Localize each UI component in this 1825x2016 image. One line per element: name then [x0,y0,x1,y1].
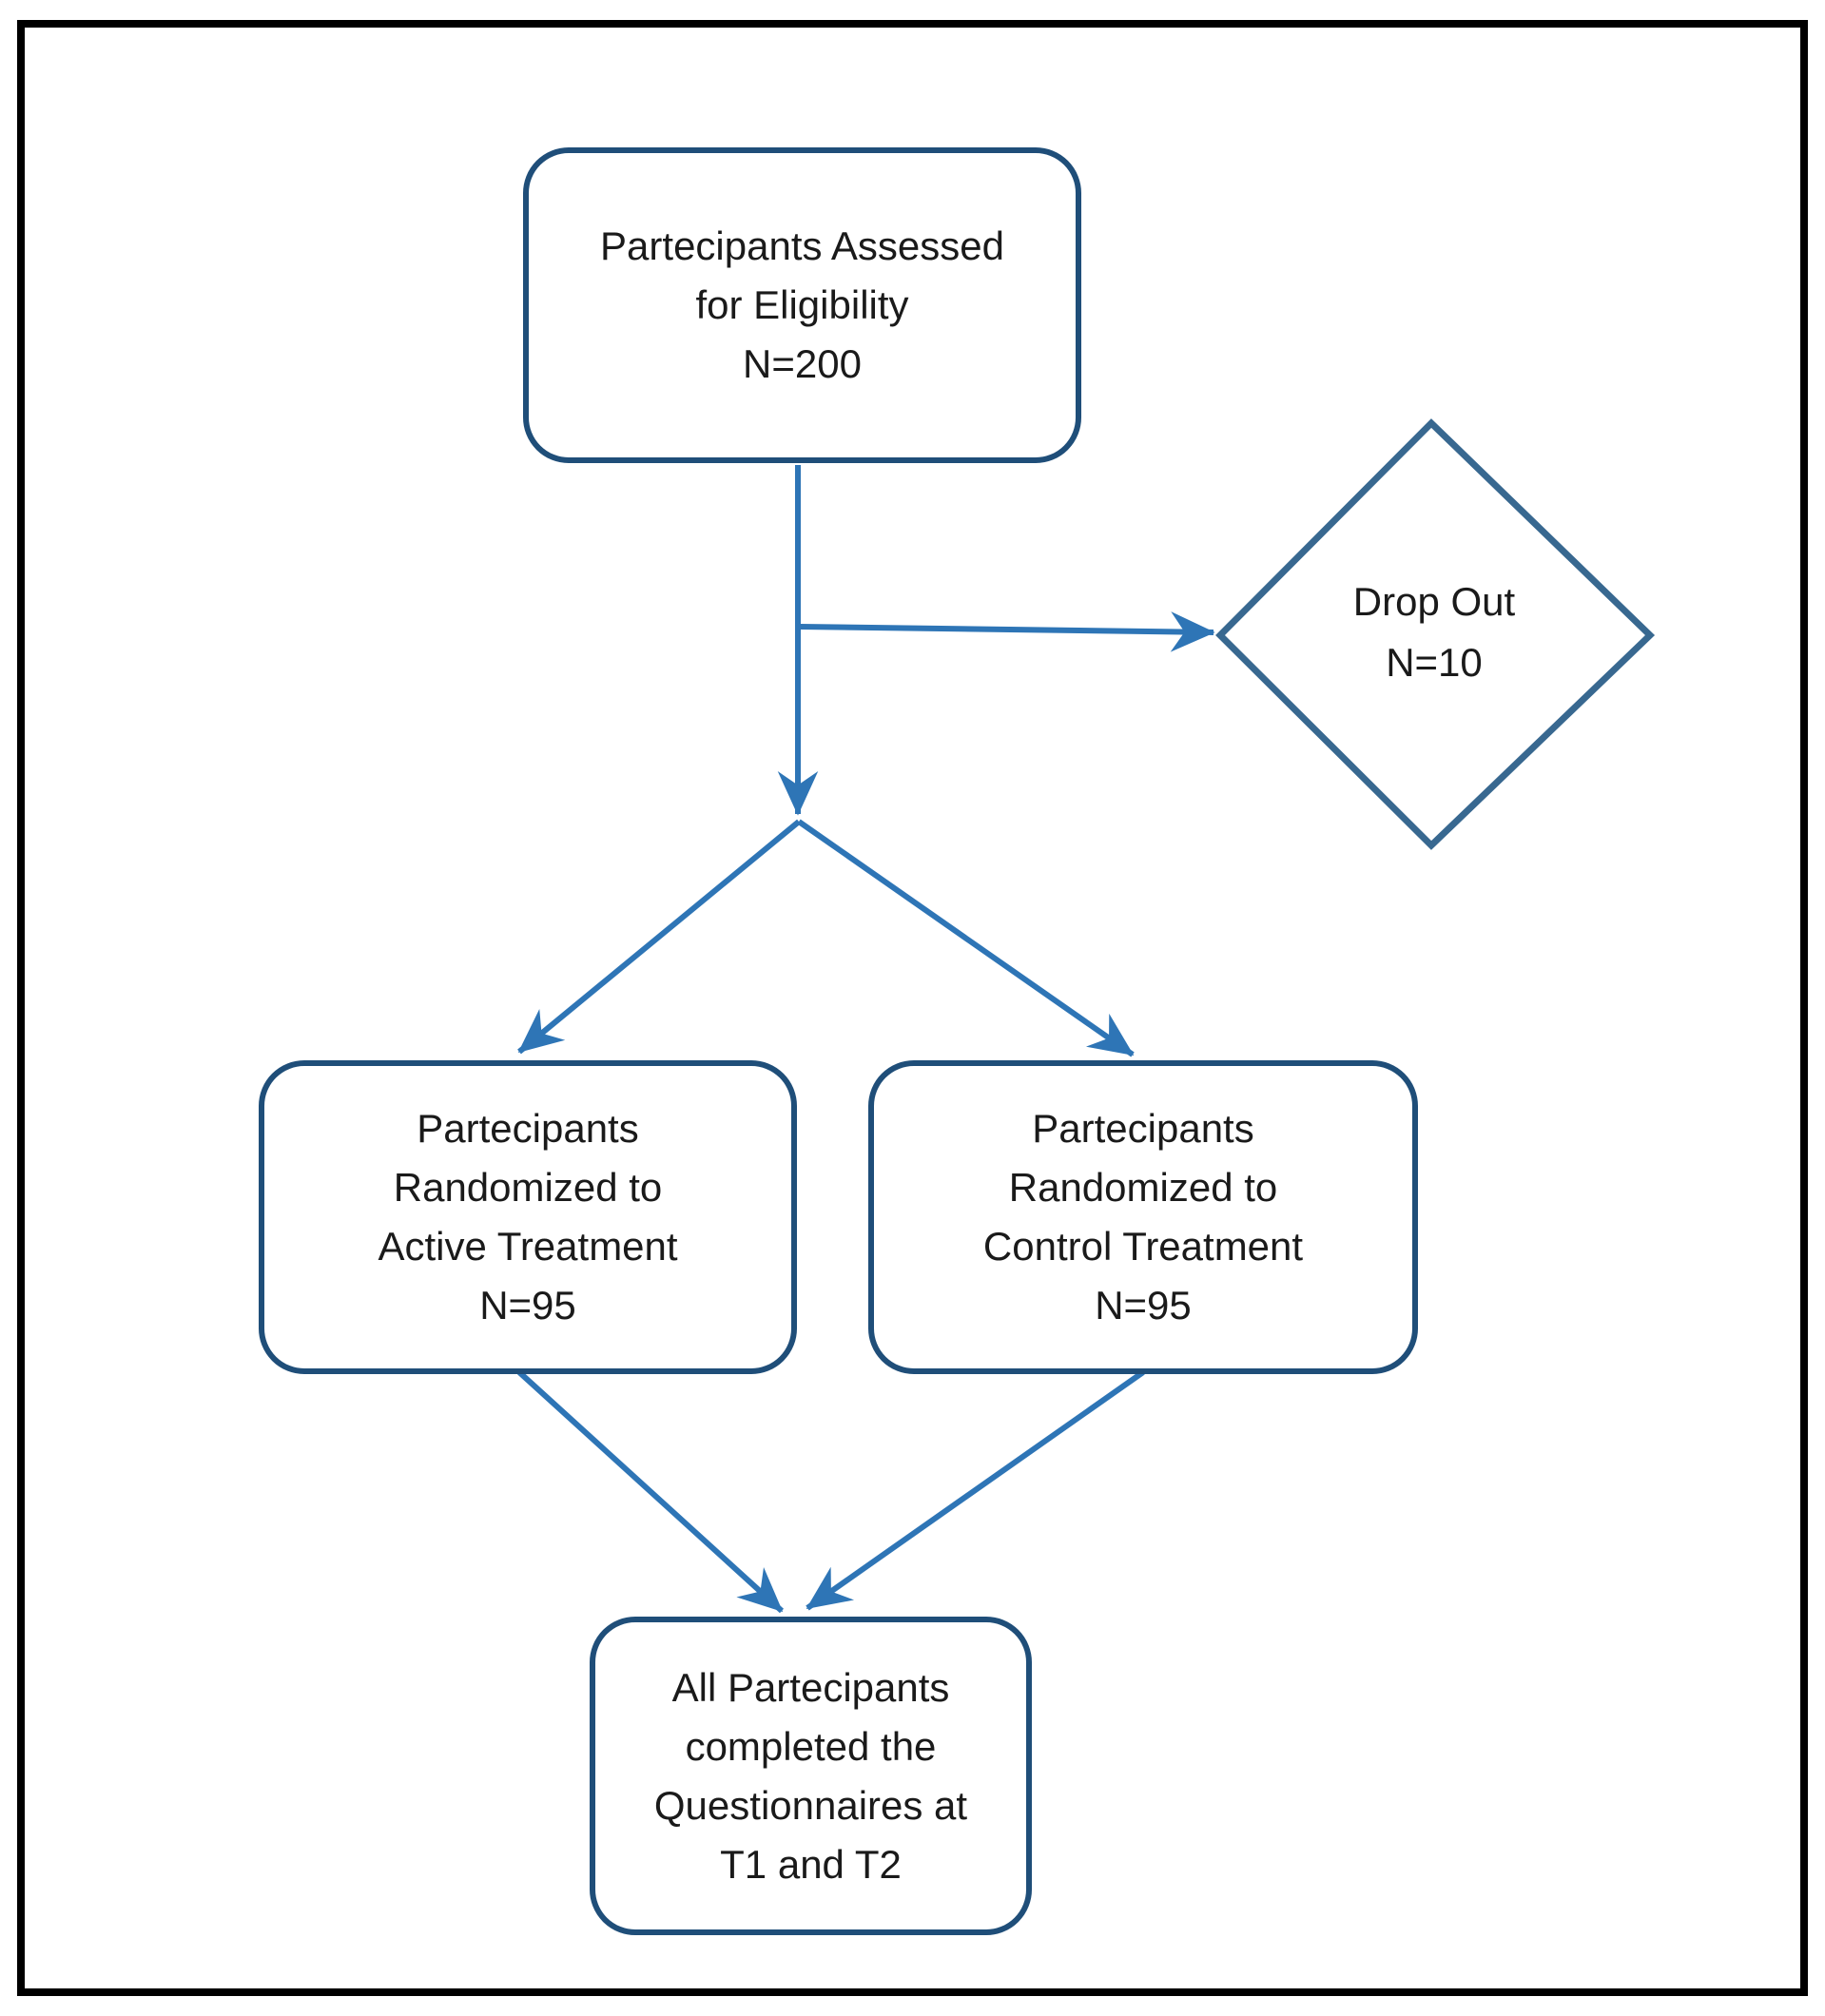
node-count: N=95 [479,1283,576,1328]
dropout-diamond-shape [1215,418,1656,850]
node-line: Active Treatment [378,1224,678,1269]
node-line: Drop Out [1352,579,1516,624]
arrow-to-dropout [799,611,1215,652]
node-line: Randomized to [393,1165,663,1210]
node-line: Randomized to [1008,1165,1278,1210]
arrow-active-to-completed [516,1369,785,1614]
node-count: N=10 [1386,640,1483,685]
arrow-to-active [517,819,801,1055]
node-line: Questionnaires at [653,1782,968,1828]
node-line: completed the [685,1723,937,1769]
arrow-to-control [797,819,1135,1057]
node-count: N=200 [743,341,862,386]
node-count: N=95 [1095,1283,1192,1328]
node-control-treatment: Partecipants Randomized to Control Treat… [868,1060,1418,1374]
node-completed: All Partecipants completed the Questionn… [590,1617,1032,1935]
node-line: Control Treatment [982,1224,1304,1269]
node-dropout-label: Drop Out N=10 [1253,528,1615,737]
node-line: All Partecipants [671,1664,950,1710]
node-line: for Eligibility [695,282,909,327]
node-line: Partecipants [417,1106,639,1151]
arrow-control-to-completed [806,1369,1145,1611]
node-eligibility: Partecipants Assessed for Eligibility N=… [523,147,1081,463]
node-active-treatment: Partecipants Randomized to Active Treatm… [259,1060,797,1374]
node-line: T1 and T2 [720,1841,902,1887]
node-line: Partecipants [1032,1106,1254,1151]
node-line: Partecipants Assessed [600,223,1004,268]
